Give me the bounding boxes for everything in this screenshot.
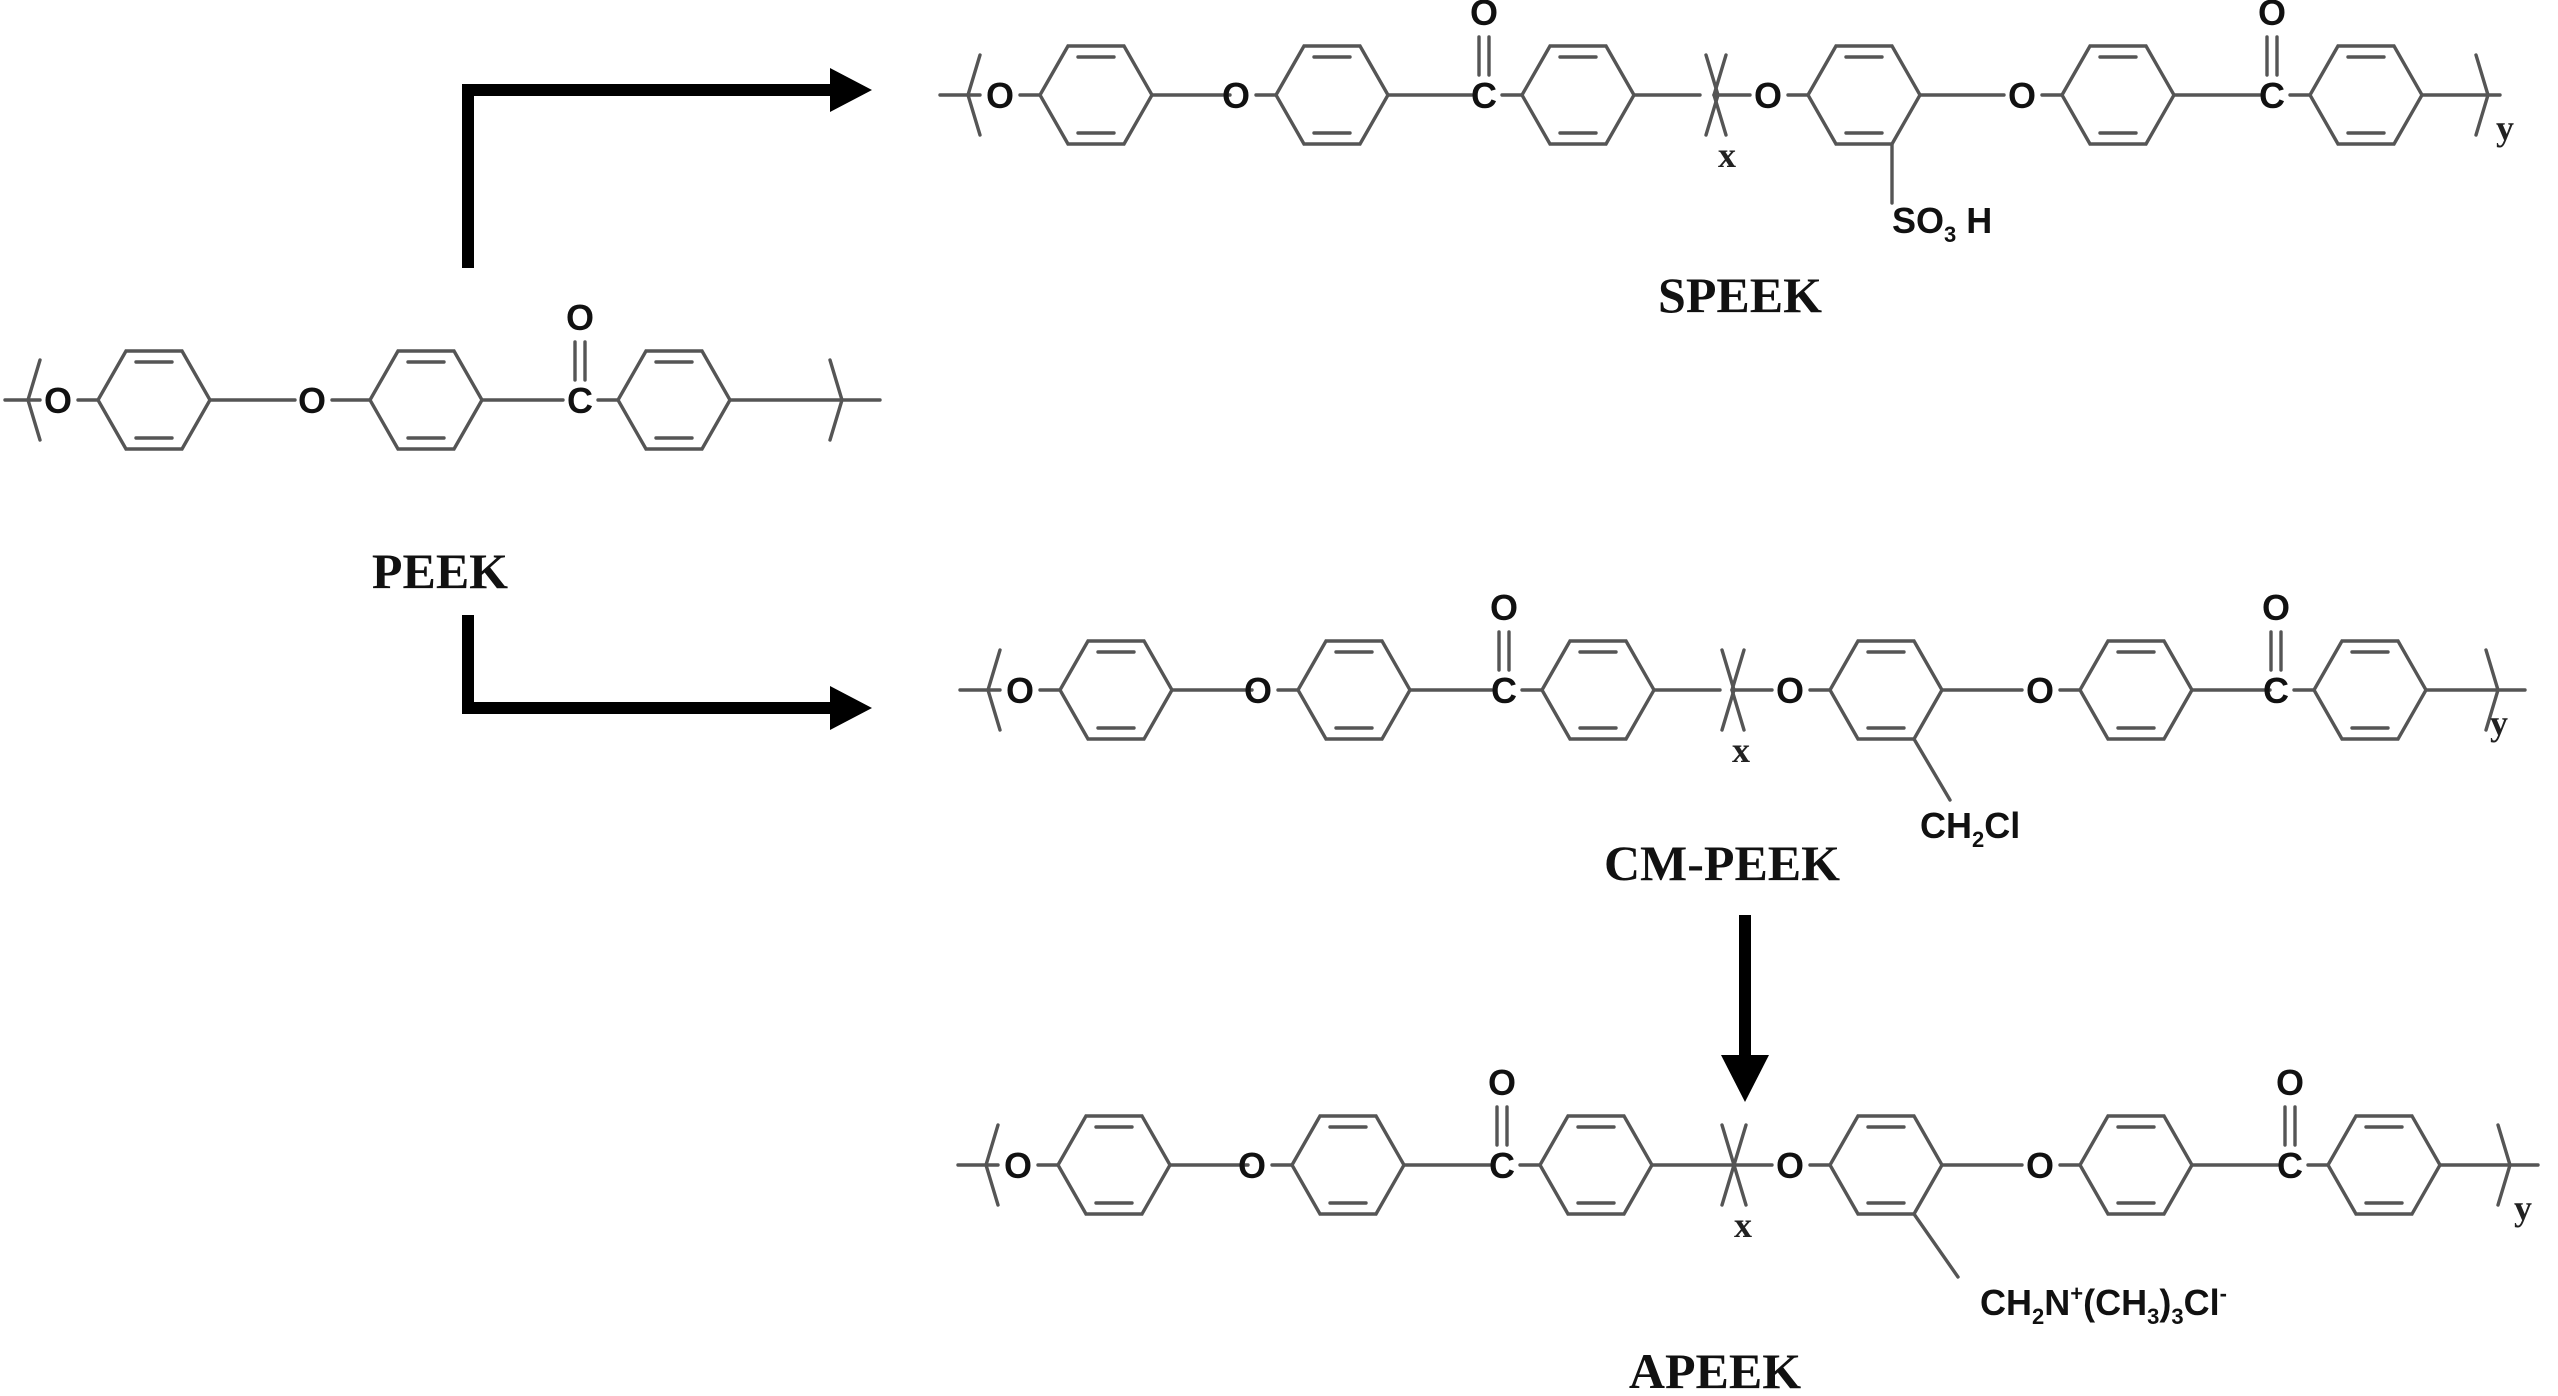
oxygen-atom: O <box>1238 1145 1266 1186</box>
cmpeek-label: CM-PEEK <box>1604 835 1840 891</box>
oxygen-atom: O <box>1244 670 1272 711</box>
cmpeek-structure: O O C O x O CH2Cl O C O <box>958 587 2527 852</box>
carbon-atom: C <box>2259 75 2285 116</box>
carbon-atom: C <box>1489 1145 1515 1186</box>
peek-structure: O O C O <box>3 297 882 451</box>
carbon-atom: C <box>2277 1145 2303 1186</box>
oxygen-atom: O <box>566 297 594 338</box>
carbon-atom: C <box>1491 670 1517 711</box>
oxygen-atom: O <box>1776 670 1804 711</box>
apeek-label: APEEK <box>1629 1343 1801 1396</box>
carbon-atom: C <box>2263 670 2289 711</box>
arrow-to-cmpeek <box>462 615 872 730</box>
oxygen-atom: O <box>1776 1145 1804 1186</box>
trimethylammonium-substituent: CH2N+(CH3)3Cl- <box>1980 1281 2227 1329</box>
speek-structure: O O C O x O SO3 H O C O <box>938 0 2514 247</box>
oxygen-atom: O <box>2026 670 2054 711</box>
oxygen-atom: O <box>298 380 326 421</box>
oxygen-atom: O <box>2008 75 2036 116</box>
arrow-to-apeek <box>1721 915 1769 1102</box>
oxygen-atom: O <box>44 380 72 421</box>
arrow-to-speek <box>462 68 872 268</box>
oxygen-atom: O <box>2026 1145 2054 1186</box>
repeat-index-x: x <box>1718 135 1736 175</box>
oxygen-atom: O <box>1754 75 1782 116</box>
oxygen-atom: O <box>1222 75 1250 116</box>
oxygen-atom: O <box>1470 0 1498 33</box>
oxygen-atom: O <box>986 75 1014 116</box>
carbon-atom: C <box>1471 75 1497 116</box>
oxygen-atom: O <box>1490 587 1518 628</box>
oxygen-atom: O <box>1006 670 1034 711</box>
carbon-atom: C <box>567 380 593 421</box>
oxygen-atom: O <box>1004 1145 1032 1186</box>
oxygen-atom: O <box>1488 1062 1516 1103</box>
repeat-index-y: y <box>2490 703 2508 743</box>
repeat-index-x: x <box>1734 1205 1752 1245</box>
repeat-index-y: y <box>2514 1188 2532 1228</box>
chloromethyl-substituent: CH2Cl <box>1920 805 2020 852</box>
oxygen-atom: O <box>2258 0 2286 33</box>
speek-label: SPEEK <box>1658 267 1822 323</box>
repeat-index-x: x <box>1732 730 1750 770</box>
apeek-structure: O O C O x O CH2N+(CH3)3Cl- O C O <box>956 1062 2540 1329</box>
repeat-index-y: y <box>2496 108 2514 148</box>
oxygen-atom: O <box>2262 587 2290 628</box>
sulfonic-substituent: SO3 H <box>1892 200 1992 247</box>
peek-label: PEEK <box>372 543 508 599</box>
oxygen-atom: O <box>2276 1062 2304 1103</box>
